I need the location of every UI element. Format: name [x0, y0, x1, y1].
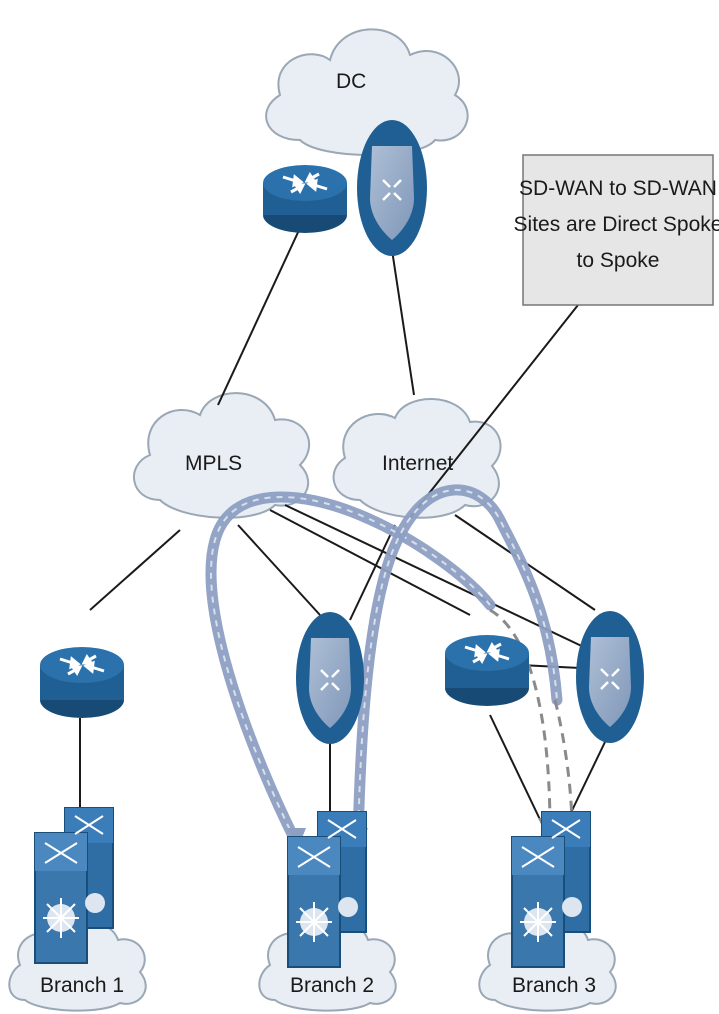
- callout-line-1: SD-WAN to SD-WAN: [519, 177, 717, 200]
- branch2-sdwan-edge-shield-icon: [296, 612, 364, 744]
- dc-sdwan-edge-shield-icon: [357, 120, 427, 256]
- network-links: [79, 227, 606, 831]
- callout-box: SD-WAN to SD-WAN Sites are Direct Spoke …: [514, 154, 719, 306]
- internet-label: Internet: [382, 452, 453, 475]
- mpls-cloud: MPLS: [133, 392, 311, 519]
- branch1-label: Branch 1: [40, 974, 124, 997]
- branch1-switch-stack-icon: [34, 807, 114, 964]
- branch3-router-icon: [445, 635, 529, 706]
- branch2-label: Branch 2: [290, 974, 374, 997]
- dc-router-icon: [263, 165, 347, 233]
- branch3-sdwan-edge-shield-icon: [576, 611, 644, 743]
- branch2-switch-stack-icon: [287, 811, 367, 968]
- branch1-router-icon: [40, 647, 124, 718]
- mpls-label: MPLS: [185, 452, 242, 475]
- branch3-label: Branch 3: [512, 974, 596, 997]
- dc-label: DC: [336, 70, 366, 93]
- callout-line-3: to Spoke: [577, 249, 660, 272]
- branch3-switch-stack-icon: [511, 811, 591, 968]
- dc-cloud: DC: [265, 28, 469, 156]
- callout-line-2: Sites are Direct Spoke: [514, 213, 719, 236]
